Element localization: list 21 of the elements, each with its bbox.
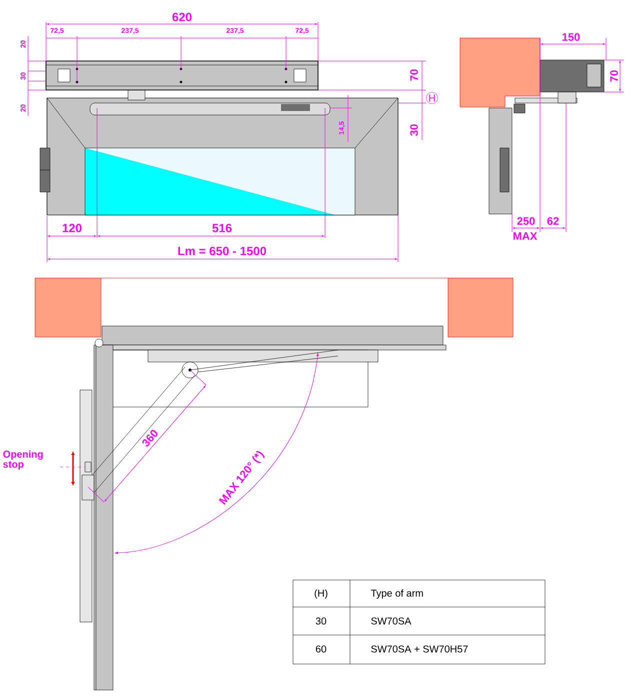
- dimension-label: 150: [562, 33, 580, 41]
- dimension-label: 360: [142, 430, 158, 446]
- dimension-label: 250: [517, 217, 535, 225]
- dimension-label: 70: [410, 69, 418, 81]
- dimension-label: 30: [410, 124, 418, 136]
- table-text: SW70SA + SW70H57: [371, 645, 468, 653]
- dimension-label: 620: [172, 12, 192, 22]
- dimension-label: 70: [610, 70, 618, 82]
- callout-text: Opening stop: [3, 450, 43, 470]
- table-text: (H): [314, 589, 328, 599]
- opening-stop: [84, 462, 92, 472]
- table-text: 30: [316, 617, 326, 625]
- leader-line: [60, 466, 85, 468]
- table-text: 60: [316, 645, 326, 653]
- dimension-label: Lm = 650 - 1500: [178, 246, 266, 256]
- dimension-label: MAX: [514, 232, 538, 240]
- dimension-label: 516: [212, 224, 232, 232]
- table-text: Type of arm: [370, 589, 423, 599]
- table-text: SW70SA: [371, 617, 412, 625]
- dimension-label: 120: [62, 224, 82, 232]
- dimension-label: 62: [547, 217, 559, 225]
